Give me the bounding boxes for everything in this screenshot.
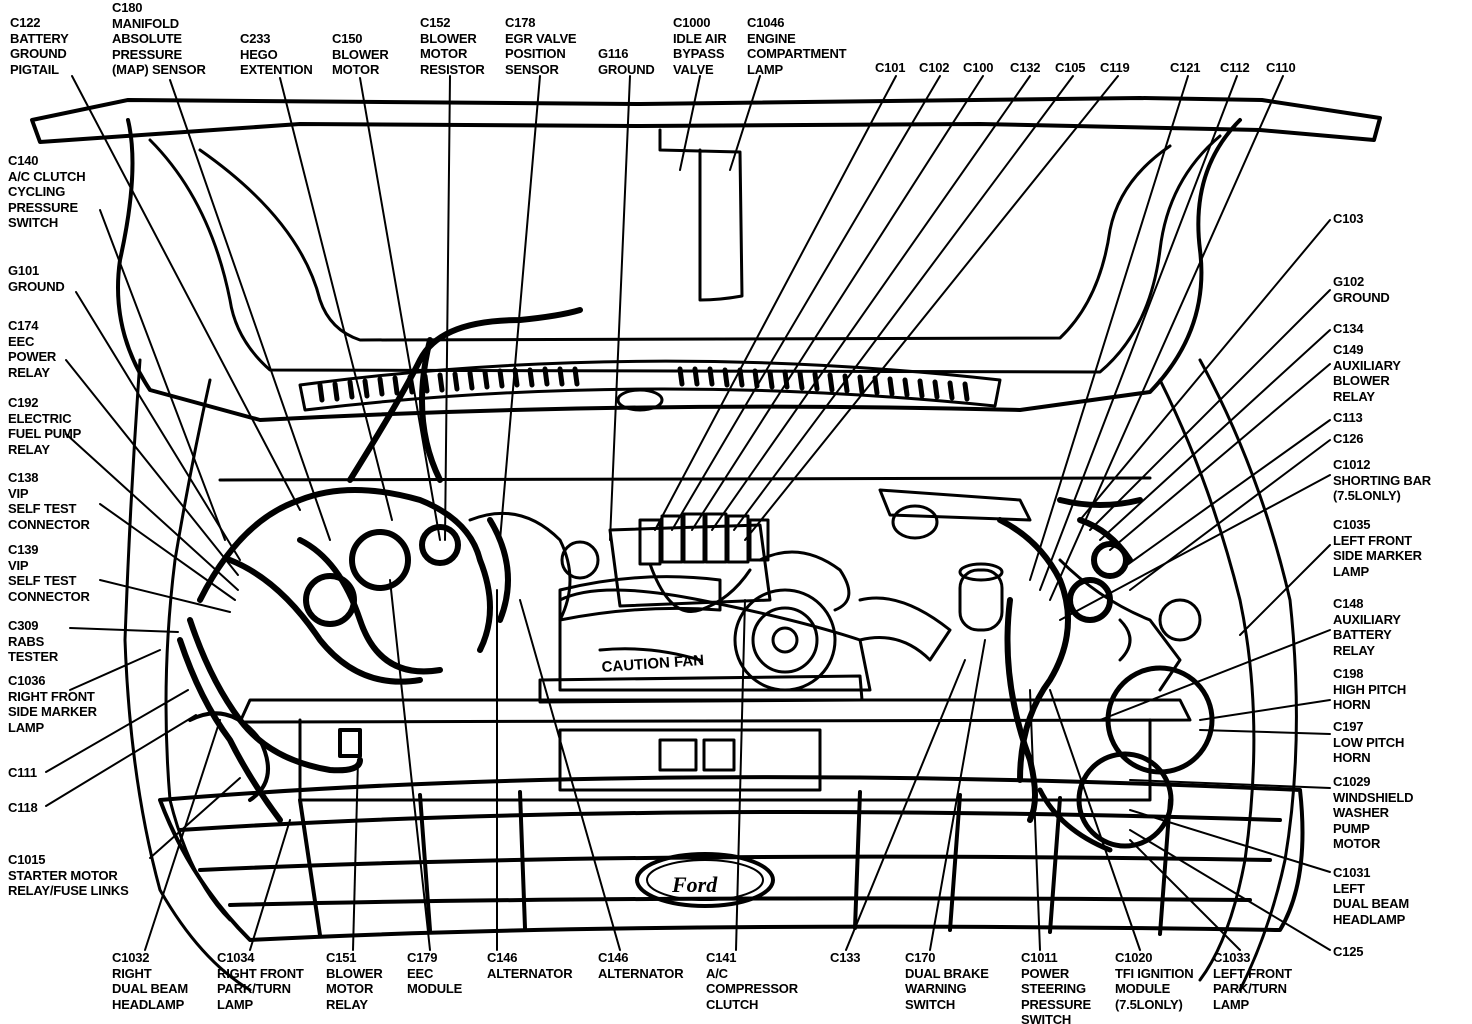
callout-c113: C113 <box>1333 410 1363 425</box>
callout-c174: C174 EEC POWER RELAY <box>8 318 57 380</box>
callout-c119: C119 <box>1100 60 1130 75</box>
callout-c1015: C1015 STARTER MOTOR RELAY/FUSE LINKS <box>8 852 129 898</box>
right-headlamp-area <box>188 711 362 802</box>
callout-c111: C111 <box>8 765 37 780</box>
cowl-vent <box>298 359 1002 412</box>
callout-g102: G102 GROUND <box>1333 274 1390 305</box>
callout-c132: C132 <box>1010 60 1041 75</box>
wiring-harness-left <box>177 307 583 823</box>
callout-c146-second: C146 ALTERNATOR <box>598 950 684 981</box>
hood <box>30 96 1382 422</box>
callout-c112: C112 <box>1220 60 1250 75</box>
callout-c179: C179 EEC MODULE <box>407 950 463 996</box>
grille-emblem-text: Ford <box>671 872 718 897</box>
callout-c121: C121 <box>1170 60 1201 75</box>
callout-c149: C149 AUXILIARY BLOWER RELAY <box>1333 342 1401 404</box>
callout-c148: C148 AUXILIARY BATTERY RELAY <box>1333 596 1401 658</box>
callout-c134: C134 <box>1333 321 1364 336</box>
callout-c1036: C1036 RIGHT FRONT SIDE MARKER LAMP <box>8 673 97 735</box>
callout-c1046: C1046 ENGINE COMPARTMENT LAMP <box>747 15 847 77</box>
callout-c140: C140 A/C CLUTCH CYCLING PRESSURE SWITCH <box>8 153 86 230</box>
callout-c152: C152 BLOWER MOTOR RESISTOR <box>420 15 485 77</box>
callout-c146-first: C146 ALTERNATOR <box>487 950 573 981</box>
callout-c198: C198 HIGH PITCH HORN <box>1333 666 1407 712</box>
horn-and-washer-area <box>1037 665 1215 853</box>
connector-cluster <box>638 512 770 613</box>
callout-c1012: C1012 SHORTING BAR (7.5LONLY) <box>1333 457 1431 503</box>
callout-c1033: C1033 LEFT FRONT PARK/TURN LAMP <box>1213 950 1292 1012</box>
callout-c126: C126 <box>1333 431 1364 446</box>
callout-c1035: C1035 LEFT FRONT SIDE MARKER LAMP <box>1333 517 1422 579</box>
callout-c141: C141 A/C COMPRESSOR CLUTCH <box>706 950 798 1012</box>
callout-c118: C118 <box>8 800 38 815</box>
callout-c101: C101 <box>875 60 906 75</box>
grille: Ford <box>158 775 1305 942</box>
callout-c105: C105 <box>1055 60 1086 75</box>
callout-g101: G101 GROUND <box>8 263 65 294</box>
callout-c1034: C1034 RIGHT FRONT PARK/TURN LAMP <box>217 950 304 1012</box>
callout-c1011: C1011 POWER STEERING PRESSURE SWITCH <box>1021 950 1091 1024</box>
callout-c110: C110 <box>1266 60 1296 75</box>
callout-c1029: C1029 WINDSHIELD WASHER PUMP MOTOR <box>1333 774 1414 851</box>
callout-c192: C192 ELECTRIC FUEL PUMP RELAY <box>8 395 82 457</box>
callout-c1000: C1000 IDLE AIR BYPASS VALVE <box>673 15 727 77</box>
callout-c102: C102 <box>919 60 950 75</box>
callout-c197: C197 LOW PITCH HORN <box>1333 719 1405 765</box>
callout-c100: C100 <box>963 60 994 75</box>
callout-c139: C139 VIP SELF TEST CONNECTOR <box>8 542 90 604</box>
callout-c122: C122 BATTERY GROUND PIGTAIL <box>10 15 69 77</box>
callout-c1031: C1031 LEFT DUAL BEAM HEADLAMP <box>1333 865 1409 927</box>
callout-g116: G116 GROUND <box>598 46 655 77</box>
leader-lines <box>45 75 1331 951</box>
callout-c233: C233 HEGO EXTENTION <box>240 31 313 77</box>
fan-shroud-text: CAUTION FAN <box>601 652 704 676</box>
callout-c103: C103 <box>1333 211 1364 226</box>
callout-c1020: C1020 TFI IGNITION MODULE (7.5LONLY) <box>1115 950 1194 1012</box>
callout-c125: C125 <box>1333 944 1364 959</box>
callout-c151: C151 BLOWER MOTOR RELAY <box>326 950 383 1012</box>
engine <box>468 488 1202 692</box>
ac-compressor <box>733 550 851 692</box>
callout-c178: C178 EGR VALVE POSITION SENSOR <box>505 15 577 77</box>
callout-c1032: C1032 RIGHT DUAL BEAM HEADLAMP <box>112 950 188 1012</box>
callout-c180: C180 MANIFOLD ABSOLUTE PRESSURE (MAP) SE… <box>112 0 206 77</box>
callout-c150: C150 BLOWER MOTOR <box>332 31 389 77</box>
callout-c138: C138 VIP SELF TEST CONNECTOR <box>8 470 90 532</box>
callout-c309: C309 RABS TESTER <box>8 618 59 664</box>
callout-c170: C170 DUAL BRAKE WARNING SWITCH <box>905 950 989 1012</box>
callout-c133: C133 <box>830 950 861 965</box>
